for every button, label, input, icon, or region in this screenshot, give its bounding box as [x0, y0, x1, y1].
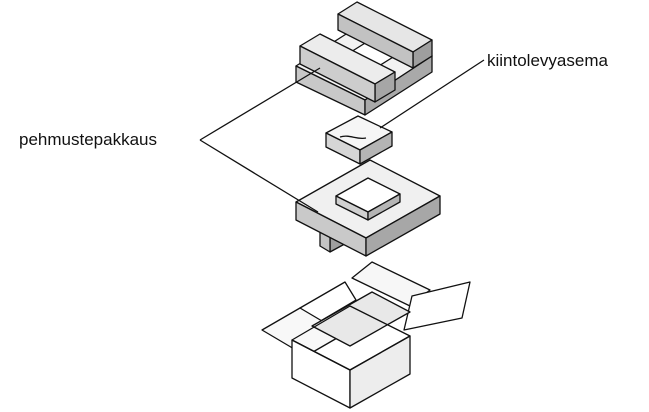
top-foam-cushion [295, 1, 433, 116]
foam-packaging-label: pehmustepakkaus [19, 130, 157, 149]
callout-line-hard-drive [379, 59, 485, 129]
shipping-box [261, 261, 471, 409]
callout-lines [199, 59, 485, 213]
hard-drive [325, 115, 393, 165]
callout-line-foam-top [199, 67, 321, 141]
callout-line-foam-bottom [199, 139, 319, 213]
bottom-foam-cushion [295, 159, 441, 257]
hard-drive-label: kiintolevyasema [487, 51, 608, 70]
